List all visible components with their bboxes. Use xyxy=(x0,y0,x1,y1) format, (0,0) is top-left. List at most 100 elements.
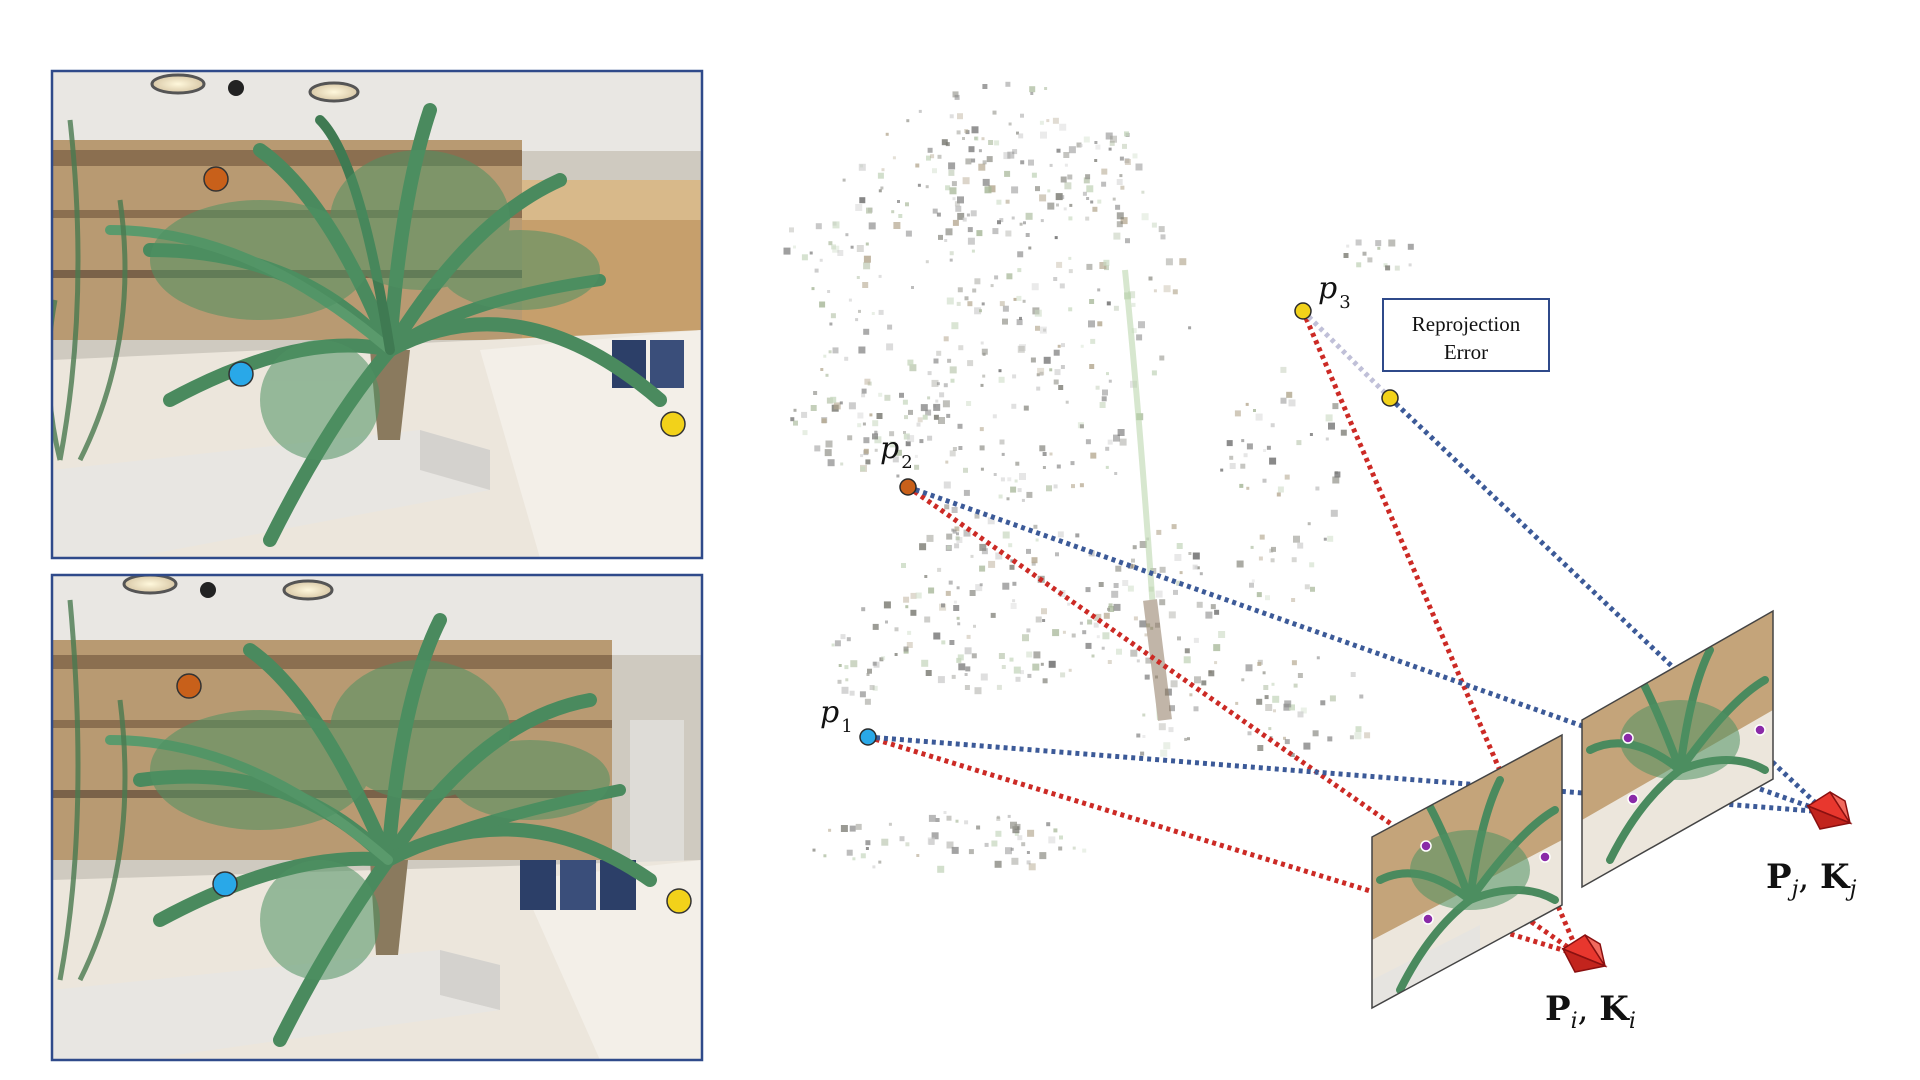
point-cloud-sample xyxy=(1030,357,1036,363)
point-cloud-sample xyxy=(837,250,844,256)
point-cloud-sample xyxy=(1296,440,1302,446)
point-cloud-sample xyxy=(1394,265,1400,271)
point-cloud-sample xyxy=(1270,423,1275,428)
point-cloud-sample xyxy=(1041,608,1047,615)
point-cloud-sample xyxy=(988,560,996,568)
point-cloud-sample xyxy=(1263,685,1269,690)
point-cloud-sample xyxy=(1269,548,1274,553)
point-cloud-sample xyxy=(948,169,955,176)
image-panel-bottom xyxy=(50,573,704,1062)
point-cloud-sample xyxy=(1106,372,1109,376)
point-cloud-sample xyxy=(956,586,960,590)
point-cloud-sample xyxy=(897,200,900,203)
point-cloud-sample xyxy=(810,405,817,411)
point-cloud-sample xyxy=(998,494,1003,499)
point-cloud-sample xyxy=(1247,731,1252,736)
point-cloud-sample xyxy=(1176,543,1183,549)
point-cloud-sample xyxy=(1139,620,1147,628)
point-cloud-sample xyxy=(1329,695,1336,702)
point-cloud-sample xyxy=(957,622,961,626)
point-cloud-sample xyxy=(1241,678,1245,682)
point-cloud-sample xyxy=(874,431,879,436)
point-cloud-sample xyxy=(881,656,886,661)
point-cloud-sample xyxy=(997,220,1001,225)
point-cloud-sample xyxy=(1325,437,1329,441)
point-cloud-sample xyxy=(1039,445,1046,452)
point-cloud-sample xyxy=(1310,586,1315,592)
point-cloud-sample xyxy=(1014,479,1018,483)
point-cloud-sample xyxy=(902,399,908,405)
point-cloud-sample xyxy=(952,197,956,201)
point-cloud-sample xyxy=(1063,152,1070,158)
point-cloud-sample xyxy=(850,660,858,668)
point-cloud-sample xyxy=(1035,325,1040,331)
point-cloud-sample xyxy=(1057,344,1061,348)
point-cloud-sample xyxy=(1263,449,1267,452)
point-cloud-sample xyxy=(1120,217,1128,225)
point-cloud-sample xyxy=(1293,535,1300,543)
point-cloud-sample xyxy=(990,612,996,618)
point-cloud-sample xyxy=(826,397,833,404)
point-cloud-sample xyxy=(802,430,808,436)
point-cloud-sample xyxy=(1291,598,1296,602)
point-cloud-sample xyxy=(1016,131,1019,135)
point-cloud-sample xyxy=(1035,186,1040,192)
point-cloud-sample xyxy=(1006,497,1010,501)
point-cloud-sample xyxy=(1026,628,1031,633)
point-cloud-sample xyxy=(1163,285,1171,293)
point-cloud-sample xyxy=(1258,556,1263,561)
point-cloud-sample xyxy=(1082,191,1087,196)
point-cloud-sample xyxy=(1028,159,1034,166)
point-cloud-sample xyxy=(996,815,1000,819)
point-cloud-sample xyxy=(1013,297,1017,301)
point-cloud-sample xyxy=(1012,374,1017,379)
point-cloud-sample xyxy=(1104,265,1109,271)
point-cloud-sample xyxy=(1023,221,1026,225)
point-cloud-sample xyxy=(1069,203,1073,207)
point-cloud-sample xyxy=(1109,140,1115,146)
point-cloud-sample xyxy=(956,657,962,663)
point-cloud-sample xyxy=(1108,603,1113,608)
point-cloud-sample xyxy=(1107,439,1113,445)
point-cloud-sample xyxy=(954,526,960,532)
point-cloud-sample xyxy=(936,350,942,356)
point-cloud-sample xyxy=(1142,735,1146,738)
point-cloud-sample xyxy=(863,437,870,444)
point-cloud-sample xyxy=(1284,474,1290,480)
point-cloud-sample xyxy=(1236,560,1244,568)
point-cloud-sample xyxy=(1140,751,1145,756)
point-cloud-sample xyxy=(1156,529,1162,535)
point-cloud-sample xyxy=(812,848,816,852)
point-cloud-sample xyxy=(1017,251,1024,258)
point-cloud-sample xyxy=(820,368,824,371)
point-cloud-sample xyxy=(1303,742,1311,750)
point-cloud-sample xyxy=(1256,698,1263,705)
point-cloud-sample xyxy=(1020,113,1024,118)
point-cloud-sample xyxy=(903,646,909,652)
point-cloud-sample xyxy=(981,548,988,555)
point-cloud-sample xyxy=(1120,185,1125,190)
point-cloud-sample xyxy=(825,440,833,448)
point-cloud-sample xyxy=(1119,174,1123,178)
point-cloud-sample xyxy=(956,616,960,620)
point-cloud-sample xyxy=(1127,585,1134,592)
point-cloud-sample xyxy=(1012,581,1017,586)
point-cloud-sample xyxy=(878,392,883,397)
point-cloud-sample xyxy=(1131,558,1135,563)
point-cloud-sample xyxy=(1234,410,1241,417)
point-cloud-sample xyxy=(974,136,979,141)
point-cloud-sample xyxy=(949,258,953,262)
point-cloud-sample xyxy=(1135,163,1143,171)
point-cloud-sample xyxy=(1136,659,1140,663)
point-cloud-sample xyxy=(801,254,808,261)
point-cloud-sample xyxy=(1127,563,1133,569)
point-cloud-sample xyxy=(1025,233,1030,237)
point-cloud-sample xyxy=(855,204,863,211)
point-cloud-sample xyxy=(1071,633,1076,638)
point-cloud-sample xyxy=(864,698,871,705)
point-cloud-sample xyxy=(993,473,997,476)
point-cloud-sample xyxy=(1388,239,1396,247)
point-cloud-sample xyxy=(880,186,884,190)
point-cloud-sample xyxy=(1213,644,1221,652)
point-cloud-sample xyxy=(1246,443,1253,450)
